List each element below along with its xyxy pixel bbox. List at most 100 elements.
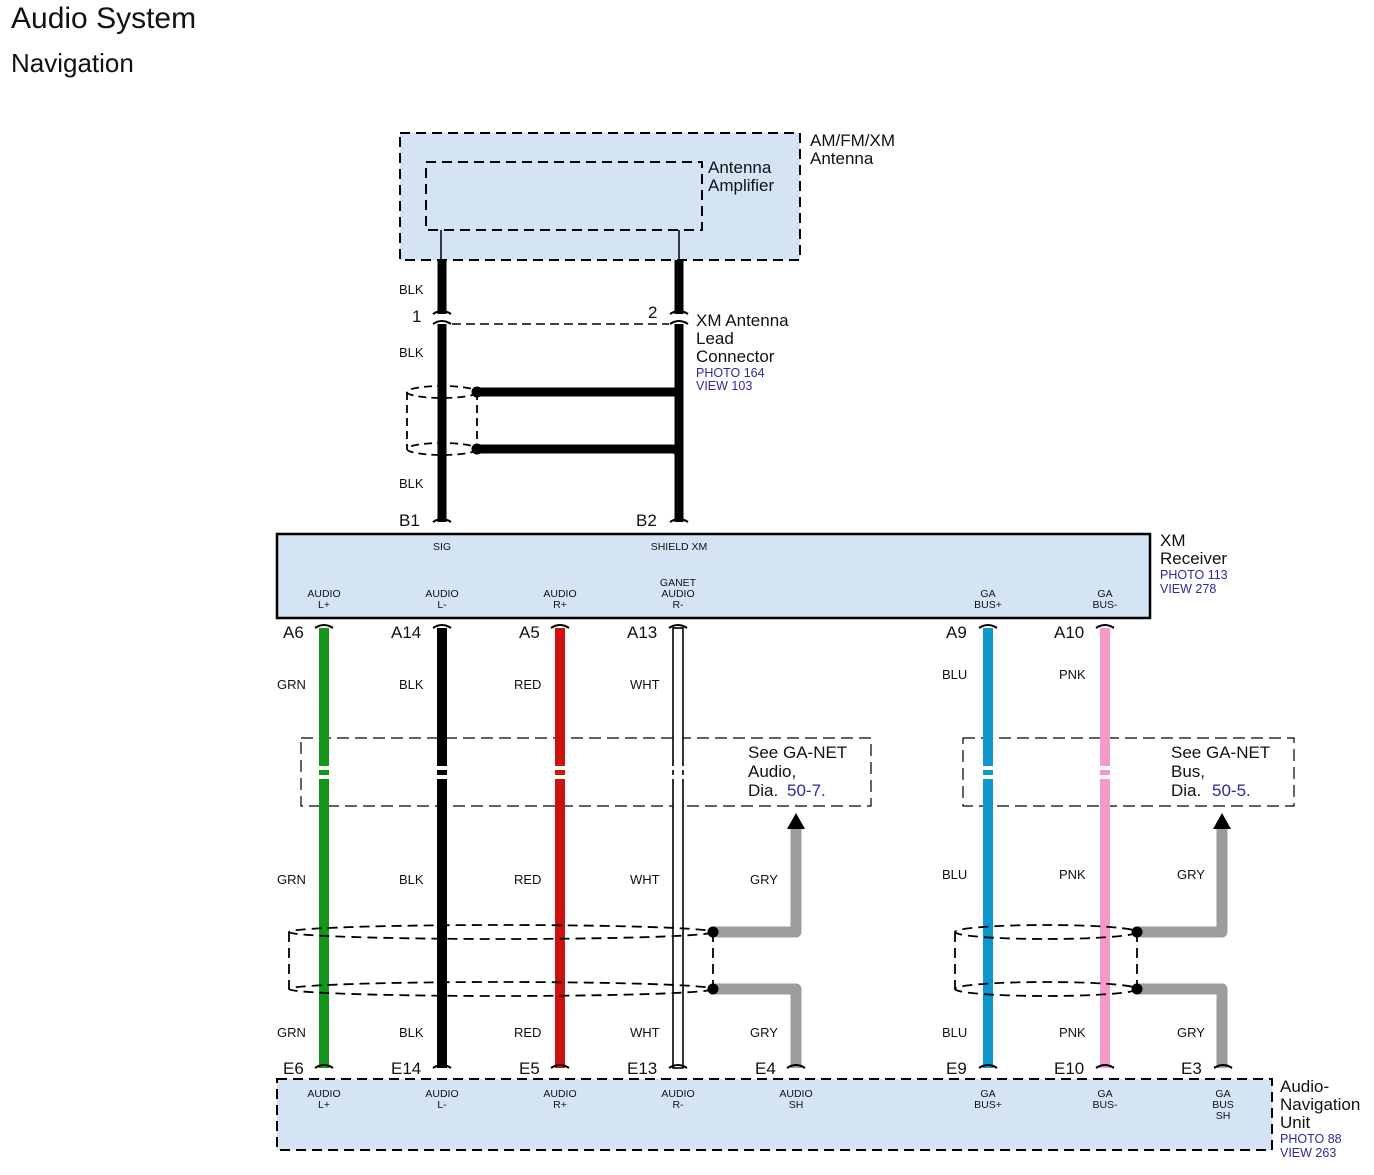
receiver-func-label: R- — [672, 599, 684, 611]
wire-color-red-middle: RED — [514, 872, 541, 887]
wire-break — [981, 766, 995, 770]
connector-cap — [432, 1064, 452, 1069]
unit-pin-e10: E10 — [1054, 1059, 1084, 1078]
wire-break — [317, 766, 331, 770]
connector-cap — [668, 1064, 688, 1069]
arrow-up-icon[interactable] — [787, 813, 805, 829]
unit-func-label: SH — [1216, 1110, 1231, 1122]
unit-func-label: R- — [672, 1099, 684, 1111]
wire-color-red-upper: RED — [514, 677, 541, 692]
wire-wht — [672, 627, 684, 1069]
unit-pin-e13: E13 — [627, 1059, 657, 1078]
wire-color-blk-lower: BLK — [399, 476, 424, 491]
unit-func-label: AUDIO — [661, 1088, 694, 1100]
receiver-func-shield: SHIELD XM — [651, 541, 708, 553]
see-audio-line1: See GA-NET — [748, 743, 847, 762]
receiver-func-sig: SIG — [433, 541, 451, 553]
unit-func-label: L- — [437, 1099, 447, 1111]
receiver-func-label: BUS- — [1092, 599, 1118, 611]
unit-func-label: GA — [1097, 1088, 1112, 1100]
wire-color-grn-middle: GRN — [277, 872, 306, 887]
wire-color-blk-lower: BLK — [399, 1025, 424, 1040]
wire-color-pnk-upper: PNK — [1059, 667, 1086, 682]
unit-func-label: R+ — [553, 1099, 567, 1111]
receiver-pin-b1: B1 — [399, 511, 420, 530]
receiver-pin-a6: A6 — [283, 623, 304, 642]
antenna-box — [399, 132, 801, 261]
unit-photo-ref[interactable]: PHOTO 88 — [1280, 1132, 1342, 1146]
audio-navigation-unit-box — [276, 1078, 1273, 1151]
connector-cap — [314, 624, 334, 629]
wire-color-blk-mid: BLK — [399, 345, 424, 360]
receiver-func-label: GA — [1097, 588, 1112, 600]
wire-color-gry-audio-lower: GRY — [750, 1025, 778, 1040]
receiver-photo-ref[interactable]: PHOTO 113 — [1160, 568, 1228, 582]
wire-break — [317, 775, 331, 779]
unit-func-label: BUS — [1212, 1099, 1234, 1111]
unit-label-1: Audio- — [1280, 1077, 1329, 1096]
connector-pin-1: 1 — [412, 307, 421, 326]
wire-color-grn-lower: GRN — [277, 1025, 306, 1040]
connector-cap — [786, 1064, 806, 1069]
wire-break — [981, 775, 995, 779]
see-audio-dia: Dia. — [748, 781, 778, 800]
connector-view-ref[interactable]: VIEW 103 — [696, 379, 752, 393]
wire-break — [1098, 775, 1112, 779]
receiver-label-1: XM — [1160, 531, 1186, 550]
wire-break — [553, 775, 567, 779]
receiver-func-label: L- — [437, 599, 447, 611]
connector-cap — [978, 624, 998, 629]
receiver-pin-a9: A9 — [946, 623, 967, 642]
receiver-func-label: GANET — [660, 577, 697, 589]
see-bus-dia-link[interactable]: 50-5. — [1212, 781, 1251, 800]
receiver-pin-a10: A10 — [1054, 623, 1084, 642]
receiver-func-label: R+ — [553, 599, 567, 611]
wire-color-wht-middle: WHT — [630, 872, 660, 887]
bus-shield-group — [954, 924, 1143, 997]
unit-func-label: L+ — [318, 1099, 330, 1111]
wire-color-gry-bus-lower: GRY — [1177, 1025, 1205, 1040]
unit-pin-e3: E3 — [1181, 1059, 1202, 1078]
connector-label-3: Connector — [696, 347, 775, 366]
unit-label-3: Unit — [1280, 1113, 1311, 1132]
see-ga-net-bus-box — [962, 737, 1295, 807]
connector-label-1: XM Antenna — [696, 311, 789, 330]
wire-color-blu-upper: BLU — [942, 667, 967, 682]
antenna-label-1: AM/FM/XM — [810, 131, 895, 150]
see-audio-dia-link[interactable]: 50-7. — [787, 781, 826, 800]
unit-func-label: GA — [980, 1088, 995, 1100]
unit-func-label: SH — [789, 1099, 804, 1111]
connector-cap — [550, 1064, 570, 1069]
unit-func-label: AUDIO — [425, 1088, 458, 1100]
wire-color-gry-audio-upper: GRY — [750, 872, 778, 887]
wire-color-blu-middle: BLU — [942, 867, 967, 882]
connector-photo-ref[interactable]: PHOTO 164 — [696, 366, 765, 380]
receiver-func-label: AUDIO — [661, 588, 694, 600]
unit-func-label: GA — [1215, 1088, 1230, 1100]
unit-pin-e14: E14 — [391, 1059, 421, 1078]
receiver-view-ref[interactable]: VIEW 278 — [1160, 582, 1216, 596]
unit-pin-e4: E4 — [755, 1059, 776, 1078]
unit-pin-e6: E6 — [283, 1059, 304, 1078]
wire-break — [435, 766, 449, 770]
wire-color-grn-upper: GRN — [277, 677, 306, 692]
receiver-func-label: GA — [980, 588, 995, 600]
page-title: Audio System — [11, 2, 197, 35]
receiver-func-label: AUDIO — [425, 588, 458, 600]
unit-func-label: BUS- — [1092, 1099, 1118, 1111]
see-bus-line1: See GA-NET — [1171, 743, 1270, 762]
connector-pin-2: 2 — [648, 303, 657, 322]
unit-func-label: AUDIO — [543, 1088, 576, 1100]
unit-view-ref[interactable]: VIEW 263 — [1280, 1146, 1336, 1160]
wire-color-blk-upper: BLK — [399, 282, 424, 297]
wire-color-gry-bus-upper: GRY — [1177, 867, 1205, 882]
unit-label-2: Navigation — [1280, 1095, 1360, 1114]
wire-color-wht-upper: WHT — [630, 677, 660, 692]
wire-break — [671, 775, 685, 779]
wire-color-blu-lower: BLU — [942, 1025, 967, 1040]
audio-shield-drain-upper — [713, 825, 802, 938]
arrow-up-icon[interactable] — [1213, 813, 1231, 829]
audio-shield-group — [288, 924, 719, 997]
connector-cap — [550, 624, 570, 629]
